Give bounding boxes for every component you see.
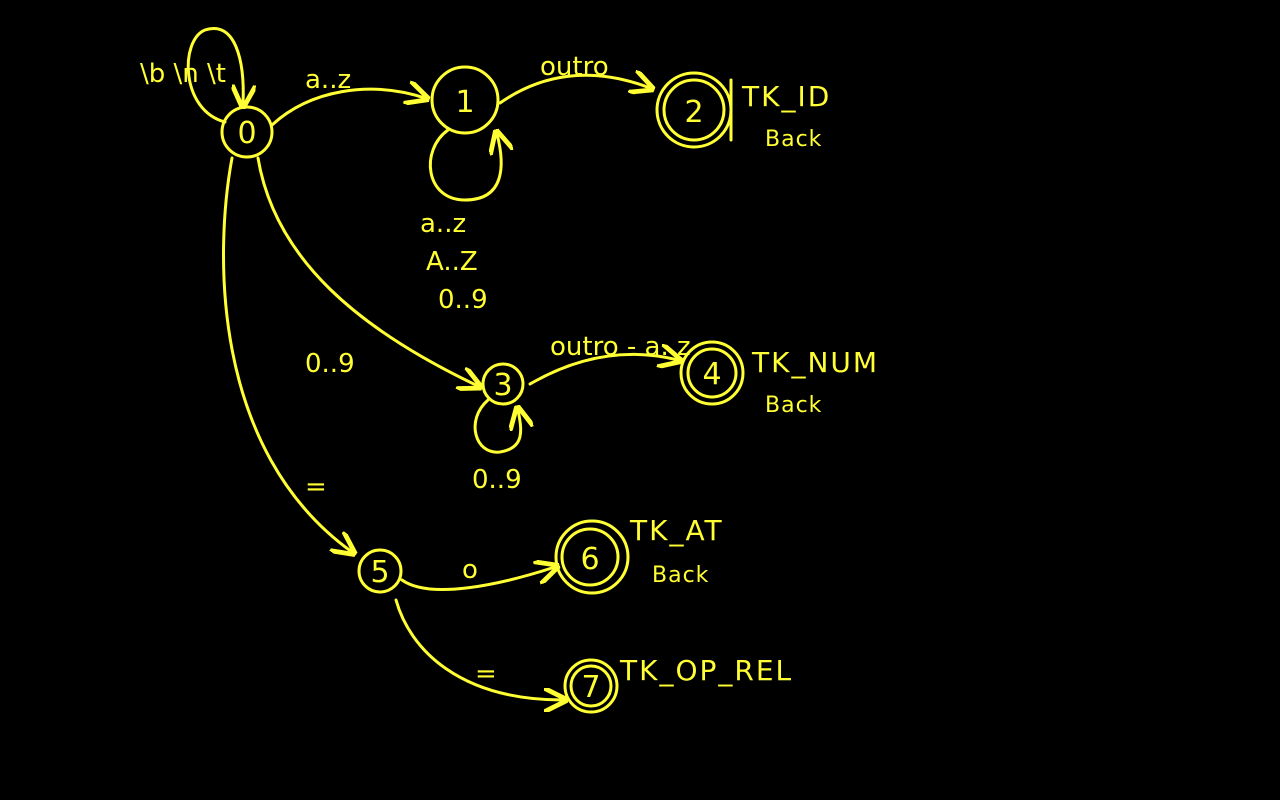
state-1-label: 1	[455, 85, 474, 120]
transition-1-1-label-line3: 0..9	[438, 285, 488, 315]
state-1: 1	[430, 65, 500, 135]
token-tk-num: TK_NUM	[751, 346, 879, 379]
state-3: 3	[481, 362, 525, 406]
transition-1-1-label-line1: a..z	[420, 209, 466, 239]
token-state-2: TK_ID Back	[729, 78, 831, 152]
transition-1-1-label-line2: A..Z	[426, 247, 478, 277]
state-5-label: 5	[370, 555, 389, 590]
token-tk-num-back: Back	[765, 393, 822, 418]
token-tk-at-back: Back	[652, 563, 709, 588]
transition-5-7-label: =	[475, 659, 497, 689]
transition-5-6-label: o	[462, 555, 478, 585]
state-6-final: 6	[554, 519, 630, 595]
state-2-final: 2	[655, 71, 733, 149]
token-tk-id-back: Back	[765, 127, 822, 152]
transition-0-3-label: 0..9	[305, 349, 355, 379]
state-6-label: 6	[580, 542, 599, 577]
transition-1-2-label: outro	[540, 52, 609, 82]
state-7-final: 7	[563, 658, 619, 714]
transition-5-6: o	[400, 555, 555, 591]
transition-5-7: =	[394, 598, 563, 700]
transition-0-5-label: =	[305, 472, 327, 502]
token-state-4: TK_NUM Back	[751, 346, 879, 418]
transition-3-4: outro - a..z	[528, 332, 691, 386]
transition-0-0: \b \n \t	[140, 26, 243, 124]
transition-3-3: 0..9	[472, 398, 522, 495]
state-5: 5	[357, 548, 403, 594]
transition-3-3-label: 0..9	[472, 465, 522, 495]
transition-0-0-label: \b \n \t	[140, 59, 226, 89]
state-4-final: 4	[679, 340, 745, 406]
state-2-label: 2	[684, 95, 703, 130]
state-3-label: 3	[493, 368, 512, 403]
state-0-label: 0	[237, 116, 256, 151]
token-state-7: TK_OP_REL	[619, 654, 793, 687]
token-state-6: TK_AT Back	[629, 514, 724, 588]
transition-1-1: a..z A..Z 0..9	[420, 130, 501, 315]
state-4-label: 4	[702, 357, 721, 392]
transition-0-1: a..z	[270, 65, 425, 127]
token-tk-op-rel: TK_OP_REL	[619, 654, 793, 687]
token-tk-id: TK_ID	[741, 80, 831, 113]
transition-0-3: 0..9	[256, 156, 478, 386]
transition-1-2: outro	[498, 52, 650, 105]
state-7-label: 7	[581, 670, 600, 705]
transition-0-5: =	[222, 156, 352, 552]
token-tk-at: TK_AT	[629, 514, 724, 547]
state-0: 0	[220, 105, 274, 159]
transition-3-4-label: outro - a..z	[550, 332, 691, 362]
transition-0-1-label: a..z	[305, 65, 351, 95]
